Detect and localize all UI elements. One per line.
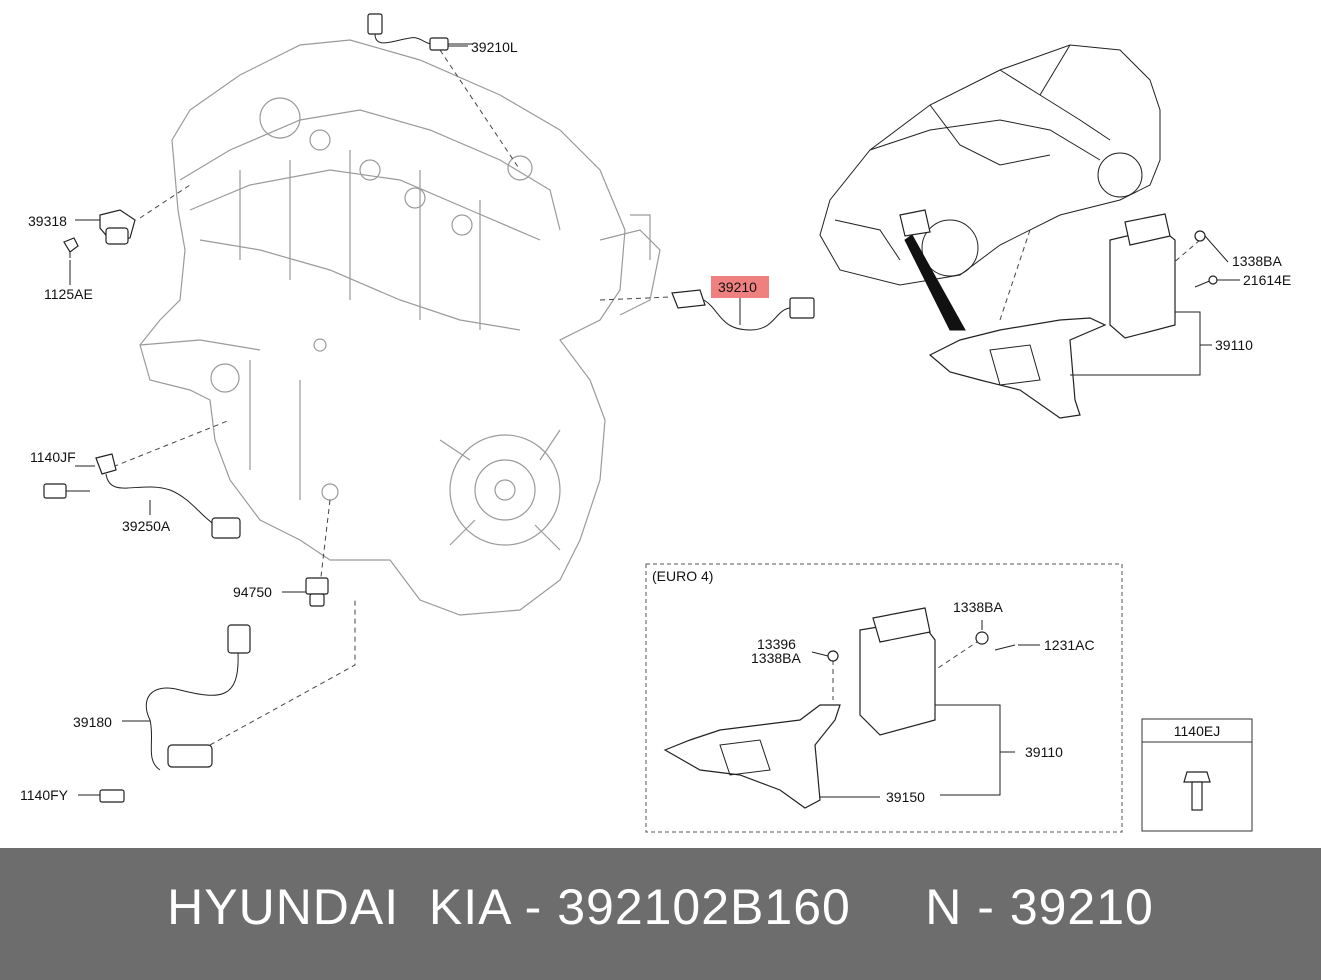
leader-lines (104, 49, 1201, 746)
callout-13396: 13396 (757, 636, 796, 652)
callout-1125AE: 1125AE (44, 286, 93, 302)
callout-21614E: 21614E (1243, 272, 1291, 288)
callout-39318: 39318 (28, 213, 67, 229)
callout-39210: 39210 (718, 279, 757, 295)
part-box-1140EJ: 1140EJ (1141, 718, 1253, 832)
euro4-box (645, 563, 1123, 833)
callout-1338BA-left: 1338BA (751, 650, 801, 666)
callout-39210L: 39210L (471, 39, 518, 55)
ecu-euro-drawing (663, 607, 1016, 809)
sensor-39250A-drawing (43, 453, 241, 539)
callout-1338BA-euro: 1338BA (953, 599, 1003, 615)
sensor-39318-drawing (63, 209, 136, 258)
callout-1140JF: 1140JF (30, 449, 76, 465)
callout-39180: 39180 (73, 714, 112, 730)
callout-1140FY: 1140FY (20, 787, 69, 803)
diagram-canvas: (EURO 4) 1140EJ (20, 13, 1291, 833)
sensor-39210-drawing (671, 289, 815, 331)
part-box-label: 1140EJ (1174, 723, 1220, 739)
bracket-39110-top (1070, 235, 1240, 376)
euro-leader-lines (820, 620, 1040, 798)
car-drawing (819, 44, 1161, 331)
parts-diagram: (EURO 4) 1140EJ (20, 13, 1292, 833)
callout-leaders (69, 45, 829, 796)
callout-1338BA-top: 1338BA (1232, 253, 1282, 269)
callout-94750: 94750 (233, 584, 272, 600)
euro4-box-label: (EURO 4) (652, 568, 713, 584)
callout-39150: 39150 (886, 789, 925, 805)
footer-title: HYUNDAI KIA - 392102B160 N - 39210 (167, 879, 1154, 935)
ecu-top-drawing (928, 213, 1218, 419)
sensor-39210L-drawing (367, 13, 472, 51)
callout-1231AC: 1231AC (1044, 637, 1095, 653)
highlight-39210 (711, 276, 769, 298)
sensor-94750-drawing (305, 577, 329, 607)
callout-39110-euro: 39110 (1025, 744, 1063, 760)
callout-39250A: 39250A (122, 518, 171, 534)
sensor-39180-drawing (99, 624, 251, 803)
footer-banner: HYUNDAI KIA - 392102B160 N - 39210 (0, 848, 1321, 980)
callout-39110-top: 39110 (1215, 337, 1253, 353)
